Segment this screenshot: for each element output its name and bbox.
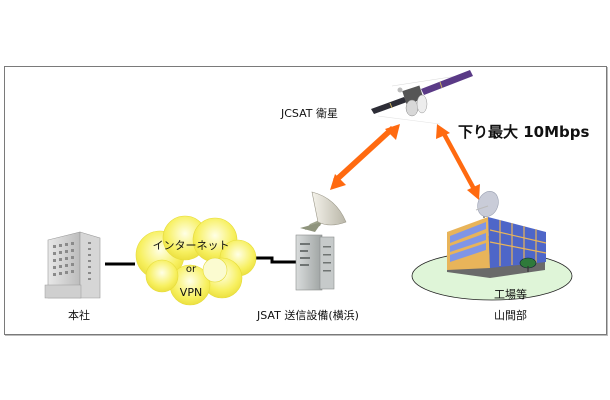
satellite-label: JCSAT 衛星 — [281, 107, 338, 120]
network-cloud-icon — [135, 215, 257, 306]
uplink-arrow — [330, 124, 400, 190]
downlink-speed-label: 下り最大 10Mbps — [458, 123, 590, 141]
network-label-line1: インターネット — [152, 239, 230, 252]
remote-dish-icon — [475, 191, 499, 218]
ground-station-icon — [295, 191, 347, 291]
head-office-building-icon — [44, 231, 101, 299]
network-label-or: or — [185, 264, 197, 275]
network-label-line3: VPN — [179, 286, 203, 299]
factory-building-icon — [447, 217, 547, 278]
ground-station-label: JSAT 送信設備(横浜) — [257, 309, 359, 322]
remote-site-label: 山間部 — [494, 309, 527, 322]
head-office-label: 本社 — [68, 309, 90, 322]
remote-site-sublabel: 工場等 — [494, 288, 527, 301]
downlink-arrow — [436, 124, 480, 200]
satellite-icon — [371, 70, 473, 125]
wire-network-to-ground-station — [253, 256, 296, 264]
